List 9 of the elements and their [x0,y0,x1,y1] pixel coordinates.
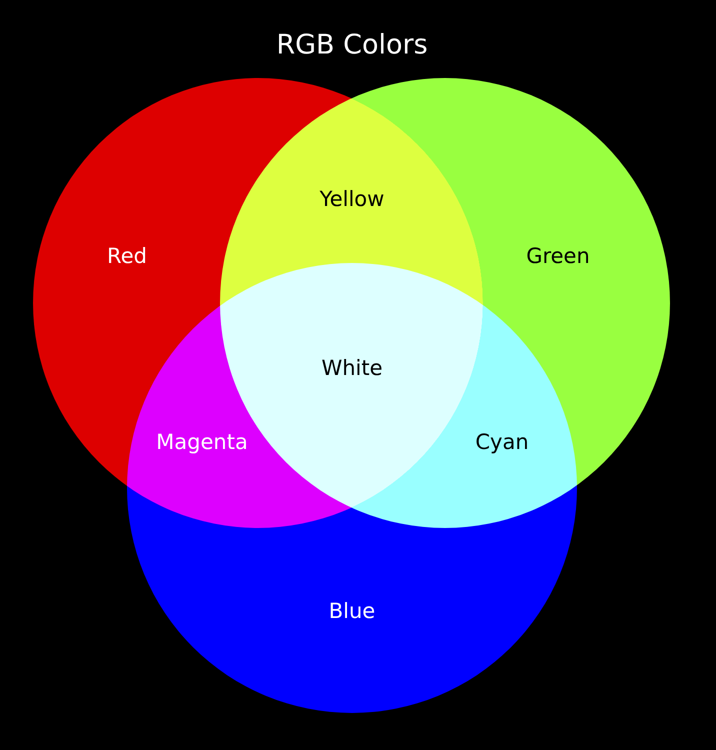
color-circle [127,263,577,713]
circle-label: Blue [328,599,376,623]
region-label: Yellow [320,187,384,211]
region-label: Cyan [475,430,529,454]
circle-label: Green [526,244,590,268]
circle-label: Red [107,244,147,268]
region-label: White [321,356,383,380]
diagram-title: RGB Colors [276,30,428,60]
region-label: Magenta [156,430,248,454]
